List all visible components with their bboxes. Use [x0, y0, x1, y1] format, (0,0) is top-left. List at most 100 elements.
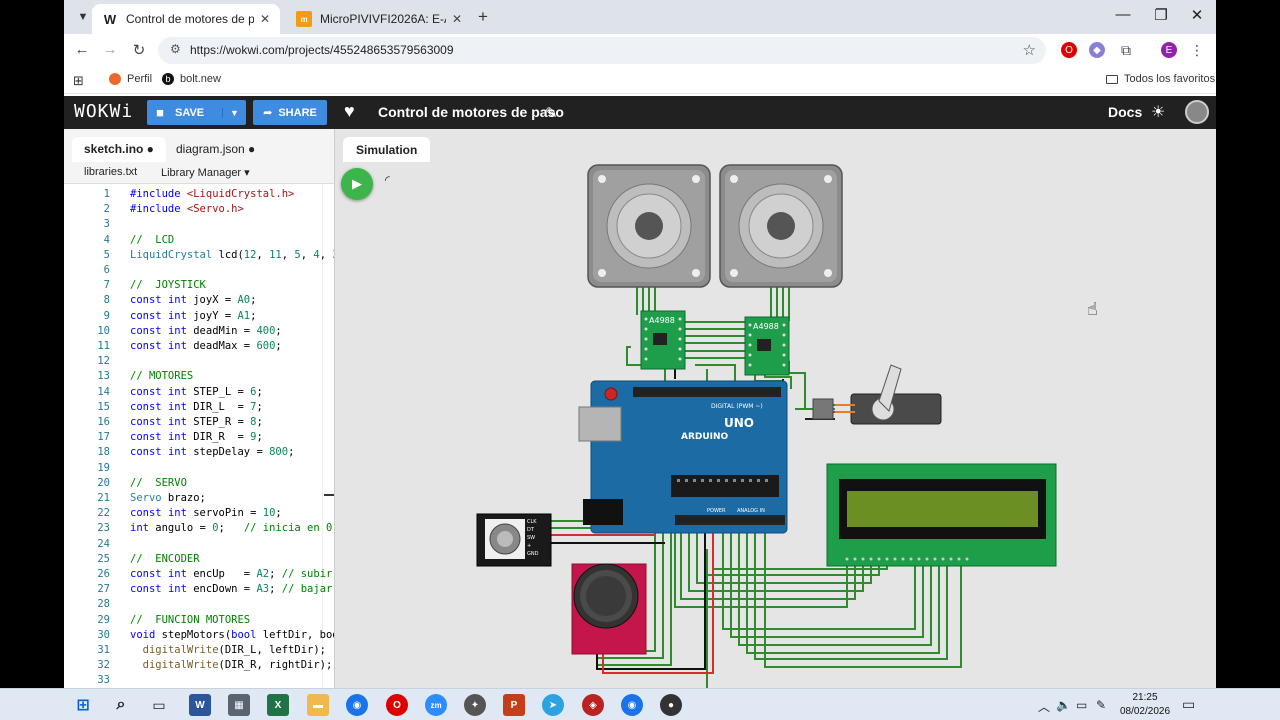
- arduino-uno[interactable]: DIGITAL (PWM ~) ARDUINO UNO POWER ANALOG…: [578, 380, 788, 534]
- tab-search-icon[interactable]: ▼: [77, 11, 89, 23]
- stepper-motor-left[interactable]: [587, 164, 711, 288]
- opera-icon[interactable]: O: [386, 694, 408, 716]
- code-line[interactable]: const int servoPin = 10;: [130, 507, 282, 520]
- code-line[interactable]: // JOYSTICK: [130, 279, 206, 292]
- forward-icon[interactable]: →: [102, 41, 118, 58]
- notifications-icon[interactable]: ▭: [1182, 696, 1196, 712]
- play-button[interactable]: ▶: [341, 168, 373, 200]
- code-line[interactable]: const int deadMax = 600;: [130, 340, 282, 352]
- theme-sun-icon[interactable]: ☀: [1151, 104, 1166, 121]
- code-line[interactable]: #include <Servo.h>: [130, 203, 244, 216]
- a4988-driver-left[interactable]: A4988: [640, 310, 686, 370]
- save-button[interactable]: ■ SAVE ▼: [147, 100, 246, 125]
- code-line[interactable]: const int encDown = A3; // bajar: [130, 583, 333, 596]
- code-line[interactable]: int angulo = 0; // inicia en 0°: [130, 522, 334, 535]
- tab-sketch-ino[interactable]: sketch.ino ●: [72, 137, 166, 162]
- close-window-icon[interactable]: ✕: [1190, 7, 1204, 24]
- chrome-icon[interactable]: ◉: [346, 694, 368, 716]
- chevron-down-icon[interactable]: ▼: [222, 107, 246, 118]
- code-line[interactable]: const int encUp = A2; // subir: [130, 568, 333, 580]
- obs-icon[interactable]: ●: [660, 694, 682, 716]
- lcd-display[interactable]: [826, 463, 1057, 567]
- code-line[interactable]: // ENCODER: [130, 552, 200, 565]
- apps-grid-icon[interactable]: ⊞: [73, 73, 84, 88]
- code-line[interactable]: const int STEP_R = 8;: [130, 416, 263, 428]
- docs-link[interactable]: Docs: [1108, 104, 1143, 120]
- extensions-puzzle-icon[interactable]: ⧉: [1121, 41, 1131, 58]
- code-line[interactable]: #include <LiquidCrystal.h>: [130, 188, 295, 200]
- pen-icon[interactable]: ✎: [1096, 698, 1107, 712]
- code-line[interactable]: digitalWrite(DIR_R, rightDir);: [142, 659, 333, 672]
- user-avatar[interactable]: [1185, 100, 1209, 124]
- calculator-icon[interactable]: ▦: [228, 694, 250, 716]
- zoom-icon[interactable]: zm: [425, 694, 447, 716]
- tab-diagram-json[interactable]: diagram.json ●: [176, 142, 256, 156]
- new-tab-button[interactable]: +: [478, 7, 488, 26]
- all-bookmarks[interactable]: Todos los favoritos: [1106, 73, 1215, 85]
- bookmark-bolt[interactable]: b bolt.new: [162, 73, 221, 85]
- opera-gx-icon[interactable]: ◈: [582, 694, 604, 716]
- tab-moodle[interactable]: m MicroPIVIVFI2026A: E-Actividad ✕: [286, 4, 472, 34]
- search-icon[interactable]: ⌕: [116, 696, 126, 713]
- joystick[interactable]: [571, 563, 647, 655]
- close-tab-icon[interactable]: ✕: [259, 12, 270, 26]
- tab-libraries-txt[interactable]: libraries.txt: [84, 166, 138, 178]
- code-line[interactable]: digitalWrite(DIR_L, leftDir);: [142, 644, 326, 656]
- file-explorer-icon[interactable]: ▬: [307, 694, 329, 716]
- network-icon[interactable]: ▭: [1076, 698, 1088, 712]
- address-bar[interactable]: ⚙ https://wokwi.com/projects/45524865357…: [158, 37, 1046, 64]
- minimize-icon[interactable]: —: [1115, 6, 1131, 23]
- menu-kebab-icon[interactable]: ⋮: [1190, 41, 1204, 58]
- code-line[interactable]: // LCD: [130, 233, 175, 246]
- excel-icon[interactable]: X: [267, 694, 289, 716]
- code-line[interactable]: Servo brazo;: [130, 492, 206, 504]
- code-line[interactable]: const int DIR_L = 7;: [130, 400, 263, 413]
- code-line[interactable]: const int stepDelay = 800;: [130, 446, 295, 459]
- taskbar-clock[interactable]: 21:25 08/02/2026: [1115, 691, 1175, 719]
- start-windows-icon[interactable]: ⊞: [76, 697, 90, 714]
- code-line[interactable]: LiquidCrystal lcd(12, 11, 5, 4, 3: [130, 248, 334, 261]
- editor-scrollbar[interactable]: [322, 184, 334, 688]
- code-line[interactable]: // FUNCION MOTORES: [130, 613, 251, 626]
- code-line[interactable]: // SERVO: [130, 476, 187, 489]
- word-icon[interactable]: W: [189, 694, 211, 716]
- code-line[interactable]: const int STEP_L = 6;: [130, 385, 263, 398]
- task-view-icon[interactable]: ▭: [152, 696, 166, 713]
- share-button[interactable]: ➦ SHARE: [253, 100, 327, 125]
- bookmark-star-icon[interactable]: ☆: [1022, 42, 1036, 59]
- simulation-tab[interactable]: Simulation: [343, 137, 431, 162]
- tab-wokwi[interactable]: W Control de motores de paso - W ✕: [92, 4, 280, 34]
- rotary-encoder[interactable]: CLK DT SW + GND: [476, 513, 552, 567]
- edit-pencil-icon[interactable]: ✎: [545, 105, 558, 122]
- code-line[interactable]: const int deadMin = 400;: [130, 324, 282, 337]
- back-icon[interactable]: ←: [74, 41, 90, 58]
- chrome-active-icon[interactable]: ◉: [621, 694, 643, 716]
- code-line[interactable]: // MOTORES: [130, 370, 194, 383]
- code-area[interactable]: 1#include <LiquidCrystal.h>2#include <Se…: [64, 184, 334, 688]
- code-line[interactable]: const int joyX = A0;: [130, 294, 257, 307]
- telegram-icon[interactable]: ➤: [542, 694, 564, 716]
- circuit-diagram[interactable]: A4988 A4988 D: [335, 129, 1216, 688]
- code-line[interactable]: const int DIR_R = 9;: [130, 431, 263, 444]
- a4988-driver-right[interactable]: A4988: [744, 316, 790, 376]
- opera-extension-icon[interactable]: O: [1061, 42, 1077, 58]
- tab-library-manager[interactable]: Library Manager ▾: [161, 167, 250, 179]
- code-line[interactable]: const int joyY = A1;: [130, 309, 257, 322]
- wokwi-logo[interactable]: WOKWi: [74, 101, 134, 122]
- close-tab-icon[interactable]: ✕: [451, 12, 462, 26]
- reload-icon[interactable]: ↻: [132, 42, 146, 59]
- app-icon[interactable]: ✦: [464, 694, 486, 716]
- url-text[interactable]: https://wokwi.com/projects/4552486535795…: [190, 43, 454, 57]
- powerpoint-icon[interactable]: P: [503, 694, 525, 716]
- tray-chevron-up-icon[interactable]: ︿: [1038, 700, 1051, 714]
- servo-motor[interactable]: [812, 364, 942, 425]
- stepper-motor-right[interactable]: [719, 164, 843, 288]
- heart-icon[interactable]: ♥: [344, 101, 355, 121]
- bookmark-perfil[interactable]: Perfil: [109, 73, 152, 85]
- maximize-icon[interactable]: ❐: [1154, 7, 1168, 24]
- profile-avatar[interactable]: E: [1161, 42, 1177, 58]
- speaker-icon[interactable]: 🔈: [1056, 698, 1071, 712]
- site-info-icon[interactable]: ⚙: [170, 42, 181, 56]
- extension-icon[interactable]: ◆: [1089, 42, 1105, 58]
- code-line[interactable]: void stepMotors(bool leftDir, boo: [130, 628, 334, 641]
